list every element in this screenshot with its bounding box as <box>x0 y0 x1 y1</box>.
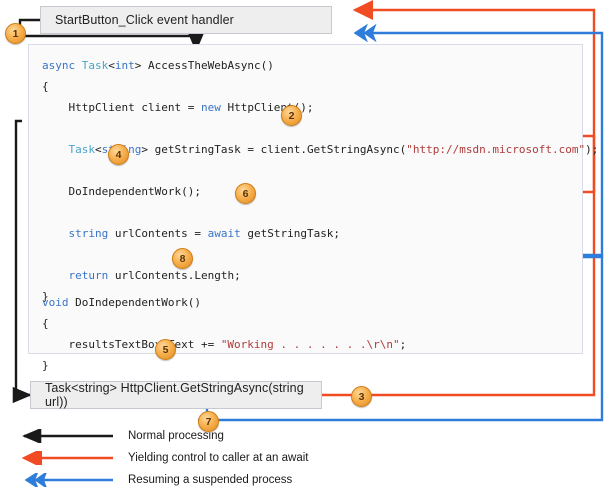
marker-7: 7 <box>198 411 219 432</box>
code-line: async Task<int> AccessTheWebAsync() <box>42 59 274 72</box>
legend-item-yielding: Yielding control to caller at an await <box>8 449 308 467</box>
code-panel <box>28 44 583 354</box>
arrow-call-task-box <box>12 119 32 404</box>
legend-label-yielding: Yielding control to caller at an await <box>128 452 309 464</box>
legend-label-normal: Normal processing <box>128 430 224 442</box>
marker-2: 2 <box>281 105 302 126</box>
code-line: { <box>42 80 49 93</box>
legend-swatch-normal-icon <box>22 429 113 443</box>
code-block-accessthewebasync: async Task<int> AccessTheWebAsync() { Htt… <box>42 55 598 307</box>
code-line: return urlContents.Length; <box>68 269 241 282</box>
code-line: { <box>42 317 49 330</box>
task-box: Task<string> HttpClient.GetStringAsync(s… <box>30 381 322 409</box>
code-line: DoIndependentWork(); <box>42 185 201 198</box>
code-line: } <box>42 290 49 303</box>
caller-box: StartButton_Click event handler <box>40 6 332 34</box>
arrow-6-yield-to-caller <box>352 0 596 192</box>
marker-3: 3 <box>351 386 372 407</box>
arrow-3-task-running <box>322 190 596 397</box>
code-line: resultsTextBox.Text += "Working . . . . … <box>42 338 407 351</box>
task-box-label: Task<string> HttpClient.GetStringAsync(s… <box>45 381 304 409</box>
arrow-8-to-caller <box>353 23 604 257</box>
marker-6: 6 <box>235 183 256 204</box>
code-line: string urlContents = await getStringTask… <box>68 227 341 240</box>
legend-swatch-yielding-icon <box>21 451 113 465</box>
code-line: void DoIndependentWork() <box>42 296 201 309</box>
code-line <box>42 244 598 265</box>
marker-5: 5 <box>155 339 176 360</box>
legend-label-resuming: Resuming a suspended process <box>128 474 293 486</box>
code-line: HttpClient client = new HttpClient(); <box>42 101 314 114</box>
legend-item-normal: Normal processing <box>8 427 224 445</box>
legend-item-resuming: Resuming a suspended process <box>8 471 292 489</box>
marker-4: 4 <box>108 144 129 165</box>
code-line <box>42 202 598 223</box>
marker-8: 8 <box>172 248 193 269</box>
arrow-7-run <box>217 255 604 422</box>
legend-swatch-resuming-icon <box>24 473 113 487</box>
legend: Normal processing Yielding control to ca… <box>0 418 330 498</box>
caller-box-label: StartButton_Click event handler <box>55 13 234 27</box>
code-line <box>42 160 598 181</box>
code-line: Task<string> getStringTask = client.GetS… <box>68 143 599 156</box>
marker-1: 1 <box>5 23 26 44</box>
code-block-doindependentwork: void DoIndependentWork() { resultsTextBox… <box>42 292 406 376</box>
code-line <box>42 118 598 139</box>
code-line: } <box>42 359 49 372</box>
